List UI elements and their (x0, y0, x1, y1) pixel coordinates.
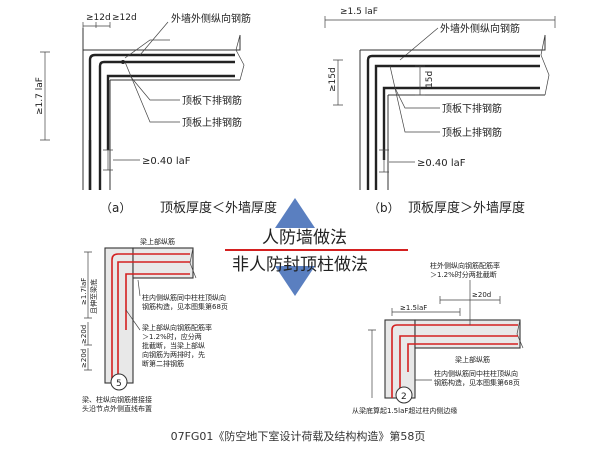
label-top-lower-a: 顶板下排钢筋 (182, 94, 242, 107)
dim-d-15laf: ≥1.5laF (400, 304, 427, 312)
banner-line1: 人防墙做法 (262, 228, 347, 248)
dim-15laf-b: ≥1.5 laF (340, 7, 378, 17)
panel-b: ≥1.5 laF 外墙外侧纵向钢筋 ≥15d 15d 顶板下排钢筋 顶板上排钢筋… (324, 7, 556, 216)
dim-12d-left: ≥12d (86, 13, 111, 23)
dim-12d-right: ≥12d (112, 13, 137, 23)
dim-15d-b2: 15d (425, 71, 435, 88)
note-c2-line2: ＞1.2%时，应分两 (142, 332, 202, 341)
note-d2-line2: 钢筋构造，见本图集第68页 (434, 378, 520, 387)
note-c1-line2: 钢筋构造，见本图集第68页 (142, 302, 228, 311)
label-anchor-a: ≥0.40 laF (142, 156, 191, 167)
label-anchor-b: ≥0.40 laF (417, 158, 466, 169)
caption-a: 顶板厚度＜外墙厚度 (160, 200, 277, 216)
detail-number-5: 5 (116, 379, 122, 389)
note-d2-line1: 柱内侧纵筋同中柱柱顶纵向 (434, 369, 518, 378)
caption-b: 顶板厚度＞外墙厚度 (408, 200, 525, 216)
note-c2-line5: 断第二排钢筋 (142, 359, 184, 368)
detail-number-2: 2 (401, 392, 407, 402)
panel-d: 柱外侧纵向钢筋配筋率 ＞1.2%时分两批截断 ≥20d ≥1.5laF 梁上部纵… (352, 261, 524, 415)
note-c3-line1: 梁、柱纵向钢筋搭接接 (82, 395, 152, 404)
detail-circle-2 (395, 386, 413, 404)
down-arrow-icon (275, 266, 315, 296)
dim-c-20d-2: ≥20d (80, 349, 88, 368)
label-top-upper-b: 顶板上排钢筋 (442, 126, 502, 139)
label-top-lower-b: 顶板下排钢筋 (442, 102, 502, 115)
label-outer-bar-b: 外墙外侧纵向钢筋 (440, 22, 520, 35)
note-c2-line3: 批截断，当梁上部纵 (142, 341, 205, 350)
dim-d-20d: ≥20d (472, 291, 491, 299)
note-c1-line1: 柱内侧纵筋同中柱柱顶纵向 (142, 293, 226, 302)
label-beam-top-c: 梁上部纵筋 (140, 237, 175, 246)
dim-c-17laf: ≥1.7laF (80, 278, 88, 305)
up-arrow-icon (275, 198, 315, 228)
note-d1-line1: 柱外侧纵向钢筋配筋率 (430, 261, 500, 270)
center-banner: 人防墙做法 非人防封顶柱做法 (225, 198, 408, 296)
label-outer-bar-a: 外墙外侧纵向钢筋 (171, 12, 251, 25)
mark-a: （a） (100, 201, 131, 215)
dim-c-beam-bottom: 且伸至梁底 (89, 279, 98, 314)
note-c2-line4: 向钢筋为两排时，先 (142, 350, 205, 359)
detail-circle-5 (110, 373, 128, 391)
panel-a: ≥12d ≥12d ≥1.7 laF 外墙外侧纵向钢筋 顶板下排钢筋 顶板上排钢… (35, 12, 277, 216)
mark-b: （b） (368, 201, 400, 215)
column-c (104, 247, 134, 384)
panel-c: 梁上部纵筋 ≥1.7laF 且伸至梁底 ≥20d ≥20d 柱内侧纵筋同中柱柱顶… (80, 237, 228, 413)
dim-15d-b1: ≥15d (328, 67, 338, 92)
note-d1-line2: ＞1.2%时分两批截断 (430, 270, 497, 279)
label-beam-top-d: 梁上部纵筋 (455, 355, 490, 364)
note-c3-line2: 头沿节点外侧直线布置 (82, 404, 152, 413)
source-caption: 07FG01《防空地下室设计荷载及结构构造》第58页 (170, 430, 426, 443)
dim-c-20d-1: ≥20d (80, 325, 88, 344)
label-top-upper-a: 顶板上排钢筋 (182, 116, 242, 129)
beam-c (132, 247, 194, 279)
dim-17laf-a: ≥1.7 laF (35, 77, 45, 115)
banner-line2: 非人防封顶柱做法 (232, 255, 368, 275)
note-d3: 从梁底算起1.5laF超过柱内侧边缘 (352, 406, 457, 415)
note-c2-line1: 梁上部纵向钢筋配筋率 (142, 323, 212, 332)
